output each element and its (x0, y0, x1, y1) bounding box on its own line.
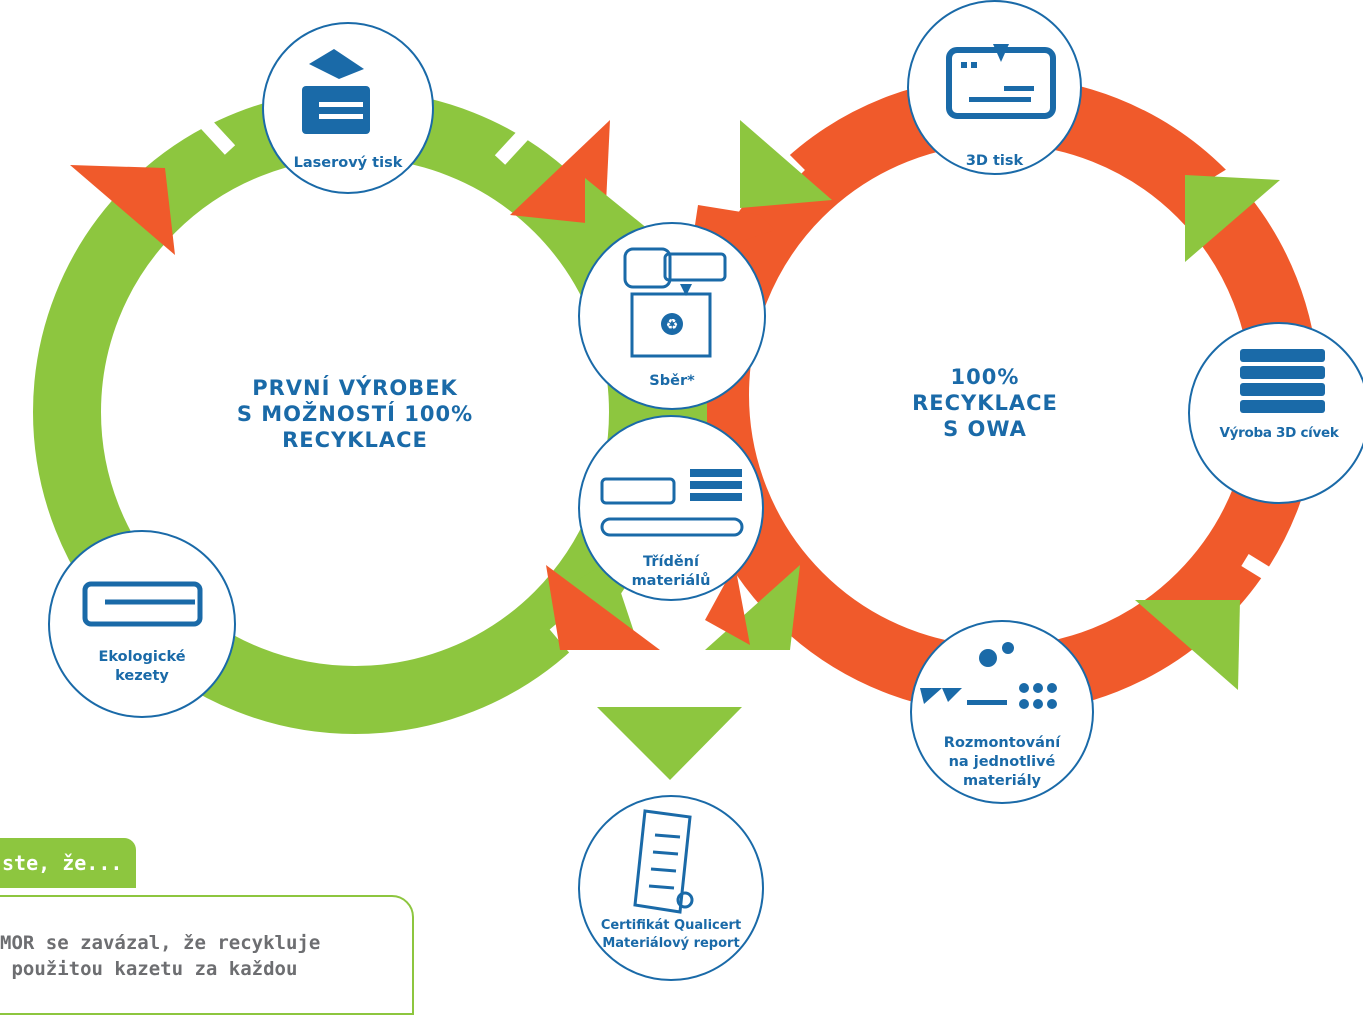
node-label-line: materiály (963, 773, 1041, 789)
note-text: MOR se zavázal, že recykluje použitou ka… (0, 930, 380, 982)
left-cycle-title: PRVNÍ VÝROBEK S MOŽNOSTÍ 100% RECYKLACE (190, 375, 520, 453)
left-title-line: S MOŽNOSTÍ 100% (236, 402, 474, 426)
node-label: Výroba 3D cívek (1219, 425, 1339, 441)
arrow-head-orange (546, 565, 660, 650)
right-cycle-title: 100% RECYKLACE S OWA (880, 364, 1090, 442)
right-title-line: RECYKLACE (912, 391, 1058, 415)
arrow-head-green (1135, 600, 1240, 690)
laser-printer-icon (302, 49, 370, 134)
node-label-line: materiálů (631, 573, 711, 589)
node-label-line: kezety (115, 668, 169, 684)
recycle-bin-icon: ♻ (623, 247, 727, 358)
note-tab: ste, že... (0, 838, 136, 888)
node-spools: Výroba 3D cívek (1188, 322, 1363, 504)
arrow-head-orange (705, 565, 750, 645)
arrow-head-green (1185, 175, 1280, 262)
left-title-line: RECYKLACE (282, 428, 428, 452)
node-laser-print: Laserový tisk (262, 22, 434, 194)
node-label-line: Certifikát Qualicert (600, 918, 742, 933)
left-title-line: PRVNÍ VÝROBEK (252, 376, 458, 400)
right-title-line: 100% (950, 365, 1020, 389)
arrow-head-orange (70, 165, 175, 255)
note-line: použitou kazetu za každou (0, 958, 298, 980)
note-line: MOR se zavázal, že recykluje (0, 932, 321, 954)
node-label: Ekologické kezety (50, 648, 234, 686)
disassembly-parts-icon (920, 642, 1057, 709)
node-label-line: Třídění (643, 554, 699, 570)
filament-spool-icon (1240, 349, 1325, 413)
node-label-line: Rozmontování (943, 735, 1061, 751)
node-label-line: na jednotlivé (948, 754, 1056, 770)
node-label: 3D tisk (965, 153, 1024, 169)
arrow-head-green-down (597, 707, 742, 780)
arrow-head-green (740, 120, 832, 208)
node-certificate: Certifikát Qualicert Materiálový report (578, 795, 764, 981)
node-disassembly: Rozmontování na jednotlivé materiály (910, 620, 1094, 804)
svg-text:♻: ♻ (666, 317, 679, 333)
node-label: Třídění materiálů (580, 553, 762, 591)
toner-cartridge-icon (82, 581, 203, 627)
right-title-line: S OWA (943, 417, 1027, 441)
node-label-line: Ekologické (98, 649, 186, 665)
node-collection: ♻ Sběr* (578, 222, 766, 410)
node-label-line: Materiálový report (602, 936, 740, 951)
3d-printer-icon (946, 44, 1056, 119)
node-label: Sběr* (649, 373, 695, 389)
node-sorting: Třídění materiálů (578, 415, 764, 601)
certificate-icon (633, 809, 694, 914)
node-label: Rozmontování na jednotlivé materiály (912, 734, 1092, 791)
node-eco-cartridges: Ekologické kezety (48, 530, 236, 718)
node-label: Laserový tisk (293, 155, 403, 171)
conveyor-sorting-icon (600, 469, 744, 537)
node-label: Certifikát Qualicert Materiálový report (580, 917, 762, 953)
node-3d-print: 3D tisk (907, 0, 1082, 175)
